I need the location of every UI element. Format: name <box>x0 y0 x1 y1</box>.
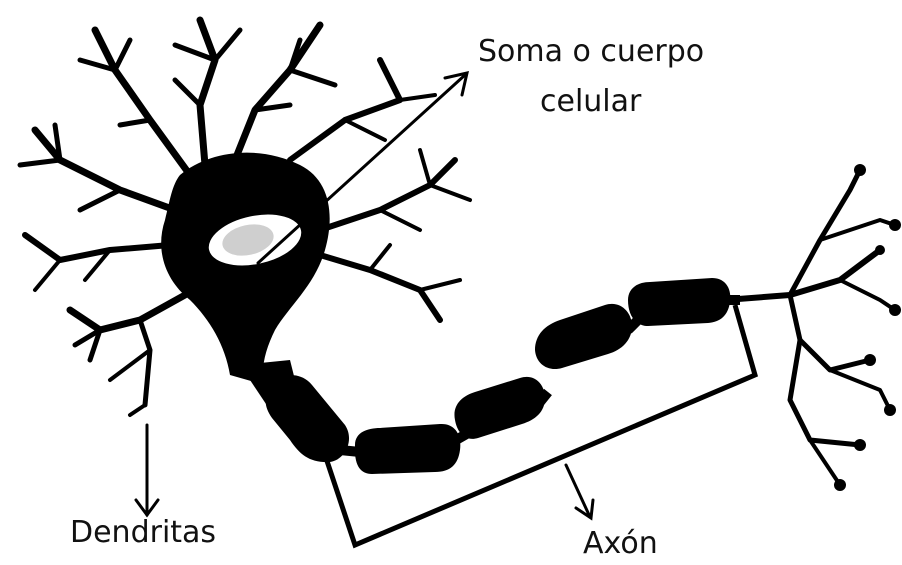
soma-body <box>161 153 330 385</box>
soma-label-line1: Soma o cuerpo <box>478 34 704 70</box>
dendrites-arrow <box>136 425 158 515</box>
dendrites-label: Dendritas <box>70 515 216 551</box>
axon-label: Axón <box>583 526 658 562</box>
axon-terminals <box>725 170 895 485</box>
axon-arrow <box>566 465 593 518</box>
soma-label-line2: celular <box>540 84 641 120</box>
myelin-sheath <box>266 278 731 474</box>
